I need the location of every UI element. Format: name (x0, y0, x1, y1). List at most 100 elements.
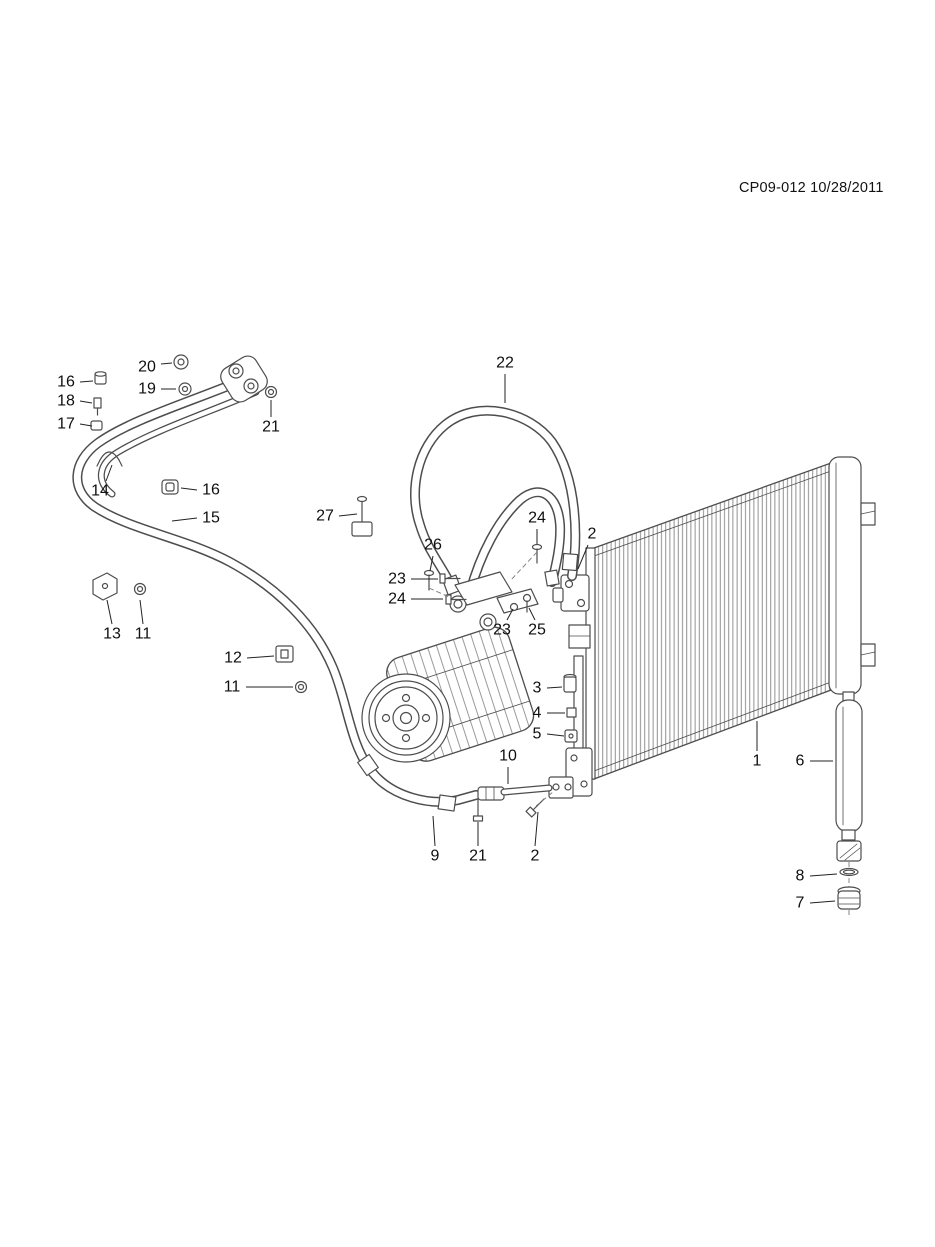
nut-11-b (294, 680, 308, 694)
callout-leader-5 (546, 733, 565, 737)
plug-5 (564, 729, 578, 743)
callout-leader-20 (160, 362, 173, 365)
sensor-bracket (563, 655, 584, 762)
callout-label-12: 12 (224, 650, 242, 667)
cap-17 (90, 420, 103, 431)
callout-leader-16 (180, 487, 198, 491)
condenser-bracket (568, 624, 591, 649)
callout-label-21: 21 (262, 419, 280, 436)
callout-leader-2 (577, 544, 589, 570)
document-reference: CP09-012 10/28/2011 (739, 180, 884, 196)
hose-crimp (561, 552, 579, 572)
callout-label-8: 8 (796, 868, 805, 885)
compressor-port (479, 613, 497, 631)
callout-label-14: 14 (91, 483, 109, 500)
callout-label-9: 9 (431, 848, 440, 865)
callout-leader-25 (528, 607, 536, 621)
stud-4 (566, 707, 577, 718)
pipe-end-fitting (220, 355, 268, 403)
callout-label-24: 24 (388, 591, 406, 608)
hose-crimp (357, 753, 379, 777)
callout-leader-17 (79, 423, 93, 427)
callout-label-10: 10 (499, 748, 517, 765)
outlet-block (548, 776, 574, 799)
callout-label-11: 11 (224, 679, 241, 696)
washer-20 (173, 354, 189, 370)
bolt-23-left (439, 573, 461, 584)
nut-21-upper (264, 385, 278, 399)
nut-11-a (133, 582, 147, 596)
stud-21-lower (472, 799, 484, 822)
callout-leader-7 (809, 900, 836, 904)
callout-label-19: 19 (138, 381, 156, 398)
receiver-drier (835, 691, 863, 841)
callout-leader-18 (79, 400, 93, 404)
condenser-tank (828, 456, 862, 695)
clamp-27 (351, 495, 373, 537)
callout-label-7: 7 (796, 895, 805, 912)
drier-cap (837, 886, 861, 910)
callout-label-6: 6 (796, 753, 805, 770)
tank-bracket-lower (860, 643, 876, 667)
grommet-16 (161, 479, 179, 495)
o-ring (839, 867, 859, 877)
stud-23-right (509, 602, 519, 612)
hose-crimp (544, 569, 560, 587)
bolt-24-right (531, 543, 543, 564)
callout-label-15: 15 (202, 510, 220, 527)
callout-label-20: 20 (138, 359, 156, 376)
callout-leader-3 (546, 686, 563, 689)
callout-label-24: 24 (528, 510, 546, 527)
callout-leader-11 (139, 599, 144, 625)
bolt-2-lower (525, 798, 545, 818)
hose-crimp (437, 794, 457, 812)
callout-leader-2 (534, 811, 539, 847)
cap-16-upper (94, 371, 107, 385)
condenser-inlet-block (552, 574, 590, 612)
callout-label-17: 17 (57, 416, 75, 433)
washer-19 (178, 382, 192, 396)
callout-label-1: 1 (753, 753, 762, 770)
callout-label-11: 11 (135, 626, 152, 643)
callout-leader-15 (171, 517, 198, 522)
drier-fitting (836, 840, 862, 862)
callout-label-16: 16 (57, 374, 75, 391)
callout-leader-8 (809, 873, 838, 877)
callout-leader-9 (432, 815, 436, 847)
callout-leader-16 (79, 380, 94, 383)
condenser (585, 456, 876, 780)
bracket-13 (92, 572, 118, 601)
callout-label-26: 26 (424, 537, 442, 554)
callout-label-23: 23 (493, 622, 511, 639)
valve-core-18 (93, 397, 102, 416)
callout-label-16: 16 (202, 482, 220, 499)
callout-label-2: 2 (531, 848, 540, 865)
callout-label-22: 22 (496, 355, 514, 372)
callout-label-27: 27 (316, 508, 334, 525)
clip-14 (96, 451, 123, 467)
callout-label-21: 21 (469, 848, 487, 865)
callout-label-25: 25 (528, 622, 546, 639)
callout-label-5: 5 (533, 726, 542, 743)
callout-label-3: 3 (533, 680, 542, 697)
pipe-fitting-10 (477, 786, 505, 801)
callout-leader-12 (246, 655, 275, 659)
callout-label-4: 4 (533, 705, 542, 722)
callout-leader-13 (106, 599, 113, 625)
callout-label-18: 18 (57, 393, 75, 410)
hose-crimp (442, 574, 462, 596)
hose-clamp-plate (454, 571, 539, 614)
callout-leader-23 (506, 608, 514, 621)
compressor-pulley (361, 673, 451, 763)
ac-hose-22 (351, 405, 581, 614)
liquid-pipe-assembly (72, 375, 554, 822)
callout-label-2: 2 (588, 526, 597, 543)
callout-label-13: 13 (103, 626, 121, 643)
callout-leader-27 (338, 513, 358, 517)
bolt-26 (423, 569, 435, 591)
compressor (361, 595, 535, 763)
screw-25 (522, 593, 532, 613)
